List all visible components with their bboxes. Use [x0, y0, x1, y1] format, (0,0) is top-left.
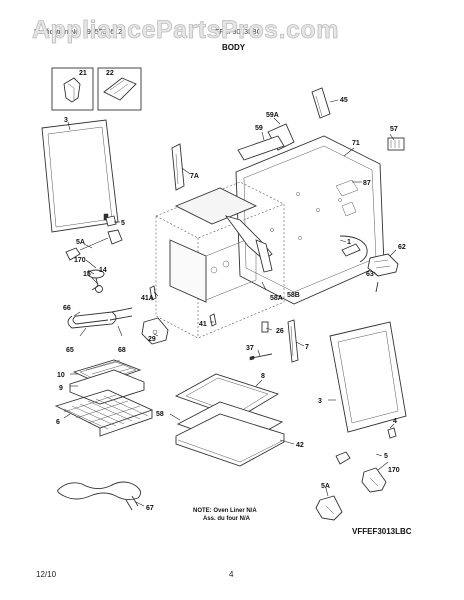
callout-71: 71: [352, 140, 360, 147]
part-22-box: [97, 67, 142, 111]
wiring-harness: [339, 235, 399, 293]
callout-14: 14: [99, 267, 107, 274]
section-title: BODY: [222, 43, 246, 52]
model-code: VFFEF3013LBC: [352, 527, 412, 536]
note-line-1: NOTE: Oven Liner N/A: [193, 508, 257, 514]
callout-65: 65: [66, 347, 74, 354]
leader-lines: [63, 99, 397, 507]
callout-67: 67: [146, 505, 154, 512]
callout-5-left: 5: [121, 220, 125, 227]
callout-29: 29: [148, 336, 156, 343]
top-brackets: [237, 87, 331, 161]
note-line-2: Ass. du four N/A: [203, 516, 251, 522]
callout-58: 58: [156, 411, 164, 418]
publication-number: Publication No. 5995537612: [34, 29, 122, 36]
callout-4: 4: [393, 418, 397, 425]
broil-pan: [69, 359, 145, 405]
callout-42: 42: [296, 442, 304, 449]
small-hardware: [141, 285, 273, 361]
watermark: AppliancePartsPros.com: [32, 16, 339, 44]
callout-63: 63: [366, 271, 374, 278]
callout-41: 41: [199, 321, 207, 328]
callout-57: 57: [390, 126, 398, 133]
callout-58B: 58B: [287, 292, 300, 299]
callout-37: 37: [246, 345, 254, 352]
callout-5-right: 5: [384, 453, 388, 460]
bottom-panel-58-42: [175, 401, 285, 467]
callout-68: 68: [118, 347, 126, 354]
part-21-box: [51, 67, 94, 111]
callout-170-right: 170: [388, 467, 400, 474]
model-number-header: FFEF3013LBC: [215, 29, 262, 36]
element-cord-14-15: [87, 269, 105, 293]
leveling-leg-right: [315, 427, 397, 521]
callout-87: 87: [363, 180, 371, 187]
callout-22: 22: [106, 70, 114, 77]
callout-1: 1: [347, 239, 351, 246]
footer-date: 12/10: [36, 570, 57, 579]
callout-59A: 59A: [266, 112, 279, 119]
leveling-leg-left: [65, 215, 123, 261]
back-panel: [235, 135, 385, 305]
side-panel-right: [329, 321, 407, 433]
callout-5A-left: 5A: [76, 239, 85, 246]
oven-rack: [54, 389, 154, 437]
callout-10: 10: [57, 372, 65, 379]
hinge-7: [287, 319, 299, 363]
callout-59: 59: [255, 125, 263, 132]
callout-21: 21: [79, 70, 87, 77]
callout-7A: 7A: [190, 173, 199, 180]
hinge-7A: [171, 143, 185, 191]
callout-58A: 58A: [270, 295, 283, 302]
side-panel-left: [41, 119, 119, 233]
callout-62: 62: [398, 244, 406, 251]
bake-element: [67, 307, 133, 329]
callout-3-right: 3: [318, 398, 322, 405]
oven-body-frame: [155, 181, 285, 339]
callout-3-left: 3: [64, 117, 68, 124]
callout-8: 8: [261, 373, 265, 380]
callout-45: 45: [340, 97, 348, 104]
callout-66: 66: [63, 305, 71, 312]
callout-9: 9: [59, 385, 63, 392]
footer-page: 4: [229, 570, 234, 579]
callout-15: 15: [83, 271, 91, 278]
terminal-block-57: [387, 137, 405, 151]
callout-41A: 41A: [141, 295, 154, 302]
callout-labels: 21 22 45 59A 3 59 71 57 7A 87 5 5A 1 62 …: [56, 70, 406, 512]
callout-5A-right: 5A: [321, 483, 330, 490]
callout-170-left: 170: [74, 257, 86, 264]
callout-26: 26: [276, 328, 284, 335]
callout-7: 7: [305, 344, 309, 351]
broil-element: [57, 481, 141, 511]
callout-6: 6: [56, 419, 60, 426]
